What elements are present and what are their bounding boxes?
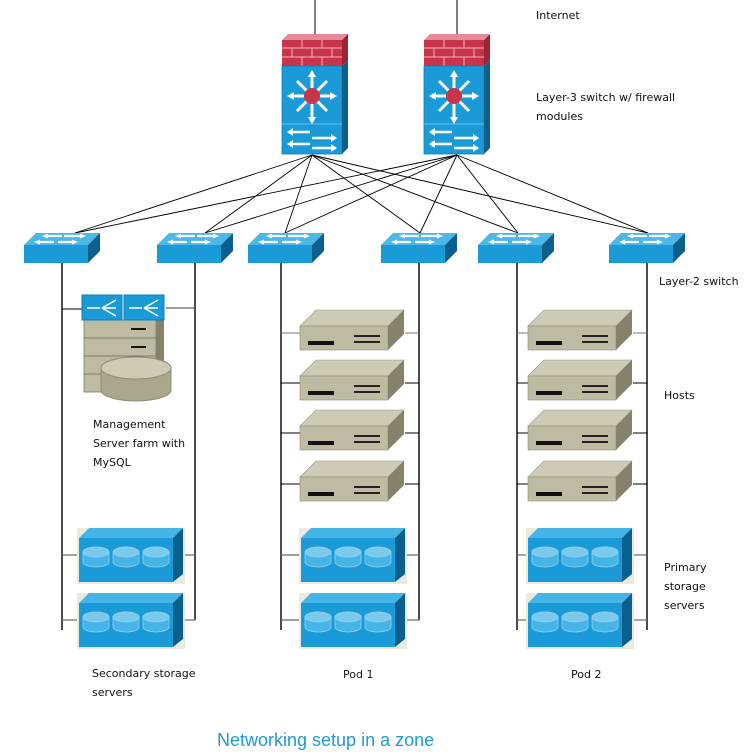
pod2-label: Pod 2 [571,668,602,681]
management-label-line2: Server farm with [93,437,186,450]
diagram-title: Networking setup in a zone [217,730,435,750]
primary-storage-label-line2: storage [664,580,706,593]
layer3-switch-label-line2: modules [536,110,583,123]
primary-storage-label-line3: servers [664,599,705,612]
pod1-host-1[interactable] [299,309,405,351]
layer3-firewall-switch-1[interactable] [280,32,350,156]
layer2-switch-6[interactable] [607,231,687,265]
layer3-switch-label: Layer-3 switch w/ firewall modules [536,88,675,126]
secondary-storage-server-2[interactable] [76,592,186,650]
management-server-label: Management Server farm with MySQL [93,415,185,472]
pod2-primary-storage-2[interactable] [525,592,635,650]
layer2-switch-1[interactable] [22,231,102,265]
layer3-switch-label-line1: Layer-3 switch w/ firewall [536,91,676,104]
access-trunks [61,263,648,630]
secondary-label-line2: servers [92,686,133,699]
pod2-host-1[interactable] [527,309,633,351]
pod1-label: Pod 1 [343,668,374,681]
pod1-host-4[interactable] [299,460,405,502]
pod2-host-4[interactable] [527,460,633,502]
pod2-host-2[interactable] [527,359,633,401]
layer2-switch-label: Layer-2 switch [659,275,739,288]
primary-storage-label-line1: Primary [664,561,707,574]
management-label-line1: Management [93,418,166,431]
layer2-switch-5[interactable] [476,231,556,265]
pod2-primary-storage-1[interactable] [525,527,635,585]
pod1-primary-storage-2[interactable] [298,592,408,650]
core-access-links [74,154,649,234]
secondary-storage-label: Secondary storage servers [92,664,196,702]
pod2-host-3[interactable] [527,409,633,451]
secondary-label-line1: Secondary storage [92,667,196,680]
layer2-switch-3[interactable] [246,231,326,265]
management-label-line3: MySQL [93,456,131,469]
pod1-host-3[interactable] [299,409,405,451]
pod1-primary-storage-1[interactable] [298,527,408,585]
hosts-label: Hosts [664,389,695,402]
management-server-farm[interactable] [62,294,195,402]
layer3-firewall-switch-2[interactable] [422,32,492,156]
layer2-switch-4[interactable] [379,231,459,265]
internet-label: Internet [536,9,580,22]
layer2-switch-2[interactable] [155,231,235,265]
secondary-storage-server-1[interactable] [76,527,186,585]
primary-storage-label: Primary storage servers [664,558,707,615]
pod1-host-2[interactable] [299,359,405,401]
